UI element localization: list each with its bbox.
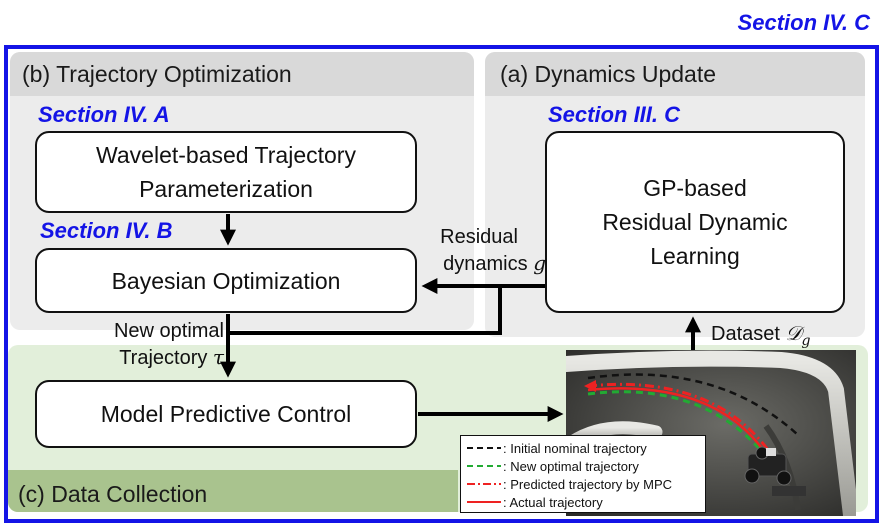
- dataset-text: Dataset: [711, 323, 780, 345]
- section-iv-a-label: Section IV. A: [38, 102, 170, 127]
- initial-nominal-path: [587, 373, 799, 436]
- rc-car-icon: [744, 446, 806, 496]
- section-iii-c-label: Section III. C: [548, 102, 681, 127]
- panel-a-title: (a) Dynamics Update: [500, 61, 717, 87]
- legend-new-optimal-text: : New optimal trajectory: [503, 458, 639, 474]
- legend-actual-text: : Actual trajectory: [503, 494, 603, 510]
- wavelet-box-line1: Wavelet-based Trajectory: [96, 142, 356, 168]
- wavelet-box-line2: Parameterization: [139, 176, 313, 202]
- new-optimal-line1: New optimal: [113, 320, 224, 342]
- dataset-label: Dataset 𝒟g: [711, 320, 810, 354]
- outer-frame: [4, 45, 879, 523]
- legend-initial-nominal-text: : Initial nominal trajectory: [503, 440, 647, 456]
- residual-label-line1: Residual: [440, 226, 518, 248]
- residual-label-line2: dynamics: [443, 253, 528, 275]
- new-optimal-trajectory-label: New optimal Trajectory τ: [74, 318, 224, 371]
- new-optimal-line2: Trajectory: [119, 347, 208, 369]
- residual-dynamics-label: Residual dynamics g: [428, 224, 546, 277]
- mpc-box-label: Model Predictive Control: [100, 401, 352, 427]
- outer-section-label: Section IV. C: [737, 10, 870, 35]
- actual-path: [587, 387, 768, 455]
- panel-b-header: [10, 52, 474, 96]
- bayesian-box-label: Bayesian Optimization: [111, 267, 341, 294]
- wavelet-parameterization-box: Wavelet-based Trajectory Parameterizatio…: [35, 131, 417, 213]
- residual-g-symbol: g: [533, 251, 546, 275]
- model-predictive-control-box: Model Predictive Control: [35, 380, 417, 448]
- legend-actual: : Actual trajectory: [465, 493, 701, 511]
- gp-box-line1: GP-based: [643, 175, 747, 201]
- legend-predicted-mpc-text: : Predicted trajectory by MPC: [503, 476, 673, 492]
- gp-box-line2: Residual Dynamic: [602, 209, 788, 235]
- panel-a-header: [485, 52, 865, 96]
- dataset-d-symbol: 𝒟: [785, 321, 802, 345]
- tau-symbol: τ: [212, 345, 224, 369]
- section-iv-b-label: Section IV. B: [40, 218, 173, 243]
- panel-c-title: (c) Data Collection: [18, 481, 208, 507]
- gp-residual-learning-box: GP-based Residual Dynamic Learning: [545, 131, 845, 313]
- legend-predicted-mpc: : Predicted trajectory by MPC: [465, 475, 701, 493]
- bayesian-optimization-box: Bayesian Optimization: [35, 248, 417, 313]
- panel-c-footer: [8, 470, 458, 512]
- gp-box-line3: Learning: [650, 243, 740, 269]
- legend-new-optimal: : New optimal trajectory: [465, 457, 701, 475]
- legend-initial-nominal: : Initial nominal trajectory: [465, 439, 701, 457]
- dataset-subscript: g: [801, 333, 811, 349]
- predicted-path: [587, 382, 770, 451]
- panel-b-title: (b) Trajectory Optimization: [22, 61, 292, 87]
- new-optimal-path: [587, 390, 766, 455]
- trajectory-legend: : Initial nominal trajectory : New optim…: [460, 435, 706, 513]
